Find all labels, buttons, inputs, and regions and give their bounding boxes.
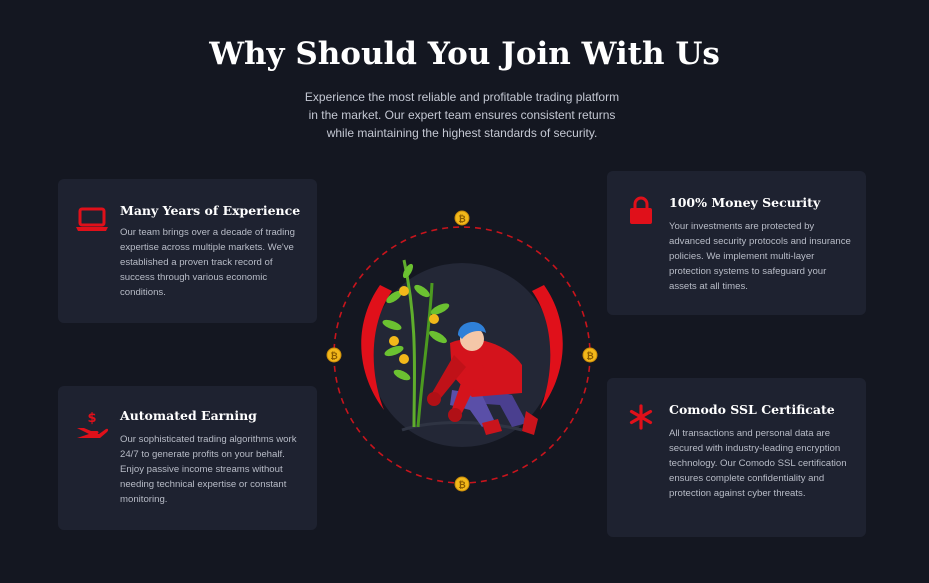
feature-card-ssl-certificate: Comodo SSL Certificate All transactions … <box>607 378 866 537</box>
feature-card-automated-earning: $ Automated Earning Our sophisticated tr… <box>58 386 317 530</box>
svg-text:₿: ₿ <box>458 480 465 491</box>
svg-text:₿: ₿ <box>586 351 593 362</box>
bitcoin-coin-icon: ₿ <box>326 347 342 363</box>
feature-description: Our team brings over a decade of trading… <box>120 227 295 298</box>
feature-card-experience: Many Years of Experience Our team brings… <box>58 179 317 323</box>
feature-description: Our sophisticated trading algorithms wor… <box>120 434 297 505</box>
feature-description: All transactions and personal data are s… <box>669 428 847 499</box>
money-tree-illustration: ₿ ₿ ₿ ₿ <box>326 210 598 492</box>
feature-title: Automated Earning <box>120 408 257 423</box>
feature-card-money-security: 100% Money Security Your investments are… <box>607 171 866 315</box>
section-subtitle: Experience the most reliable and profita… <box>304 90 620 140</box>
bitcoin-coin-icon: ₿ <box>582 347 598 363</box>
svg-text:$: $ <box>87 411 96 426</box>
feature-title: Many Years of Experience <box>120 203 301 218</box>
feature-description: Your investments are protected by advanc… <box>669 221 851 292</box>
laptop-icon <box>75 205 109 235</box>
bitcoin-coin-icon: ₿ <box>454 476 470 492</box>
svg-text:₿: ₿ <box>458 214 465 225</box>
section-title: Why Should You Join With Us <box>209 36 720 72</box>
money-hand-icon: $ <box>75 410 109 440</box>
svg-text:₿: ₿ <box>330 351 337 362</box>
asterisk-icon <box>624 402 658 432</box>
feature-title: 100% Money Security <box>669 195 821 210</box>
feature-title: Comodo SSL Certificate <box>669 402 835 417</box>
lock-icon <box>624 195 658 225</box>
bitcoin-coin-icon: ₿ <box>454 210 470 226</box>
